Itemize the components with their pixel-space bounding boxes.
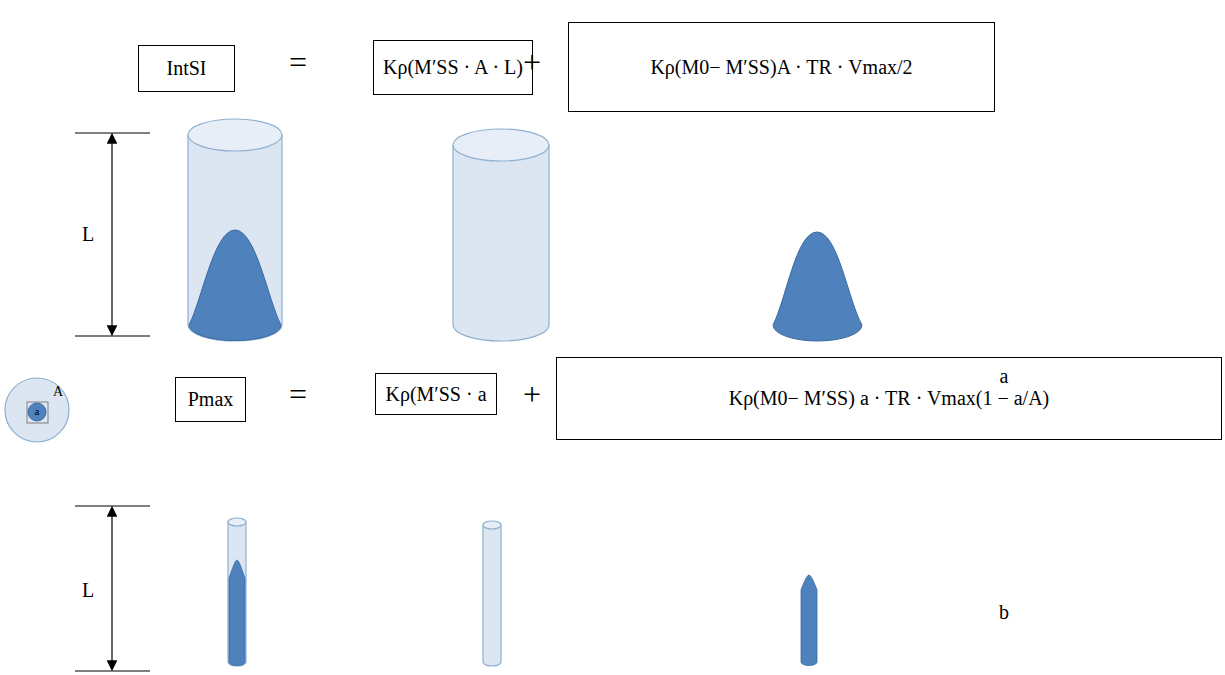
- narrow-profile-shape: [801, 575, 817, 666]
- area-label: a: [35, 406, 40, 417]
- formula-text: IntSI: [167, 57, 207, 80]
- formula-text: Pmax: [188, 388, 234, 411]
- equation-term-box: Kρ(M′SS · A · L): [373, 40, 533, 95]
- area-label: A: [53, 385, 63, 399]
- narrow-cylinder: [483, 521, 501, 666]
- equation-term-box: Kρ(M′SS · a: [375, 373, 497, 415]
- cylinder-with-profile: [188, 119, 282, 341]
- dimension-label: L: [82, 224, 94, 244]
- equation-term-box: Kρ(M0− M′SS) a · TR · Vmax(1 − a/A): [556, 357, 1222, 440]
- equation-term-box: IntSI: [138, 45, 235, 92]
- equation-term-box: Pmax: [175, 377, 246, 422]
- profile-shape: [773, 232, 862, 341]
- narrow-cylinder-with-profile: [228, 518, 246, 666]
- panel-label: b: [999, 602, 1009, 622]
- formula-text: Kρ(M0− M′SS) a · TR · Vmax(1 − a/A): [729, 387, 1050, 410]
- equals-sign: =: [289, 378, 307, 410]
- dimension-line: [75, 133, 150, 671]
- plus-sign: +: [523, 46, 541, 78]
- formula-text: Kρ(M0− M′SS)A · TR · Vmax/2: [650, 56, 912, 79]
- formula-text: Kρ(M′SS · A · L): [383, 56, 523, 79]
- formula-text: Kρ(M′SS · a: [385, 383, 486, 406]
- plus-sign: +: [523, 378, 541, 410]
- dimension-label: L: [82, 580, 94, 600]
- equation-term-box: Kρ(M0− M′SS)A · TR · Vmax/2: [568, 22, 995, 112]
- cylinder: [453, 129, 549, 341]
- equals-sign: =: [289, 46, 307, 78]
- panel-label: a: [1000, 366, 1009, 386]
- cross-section: [5, 378, 69, 442]
